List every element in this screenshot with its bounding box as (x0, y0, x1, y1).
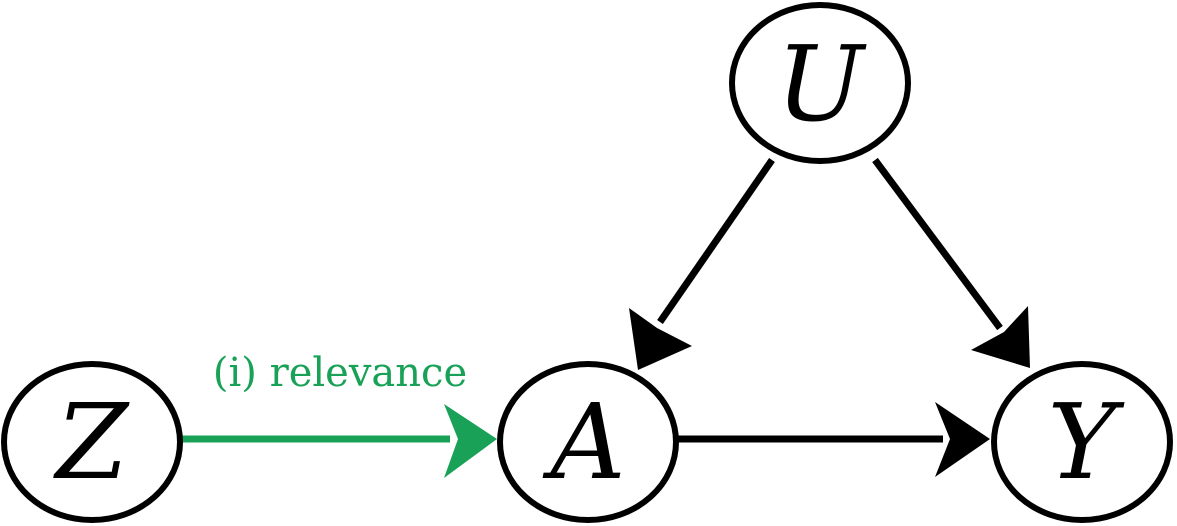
edge-u-to-y-arrowhead (971, 306, 1030, 368)
edge-z-to-a-arrowhead (444, 404, 497, 478)
edge-u-to-a-line (657, 158, 775, 324)
node-z: Z (1, 361, 183, 523)
node-z-circle (1, 361, 183, 523)
edge-u-to-y (872, 157, 1030, 368)
node-u: U (729, 2, 911, 164)
node-z-label: Z (53, 381, 130, 503)
edge-z-to-a-label: (i) relevance (213, 350, 467, 396)
edge-a-to-y (678, 402, 990, 477)
edge-u-to-a (629, 158, 775, 370)
node-y-label: Y (1048, 381, 1125, 503)
edge-u-to-a-arrowhead (629, 308, 692, 370)
node-y-circle (991, 361, 1173, 523)
edge-u-to-y-line (872, 157, 1003, 331)
node-a: A (497, 361, 679, 523)
node-u-circle (729, 2, 911, 164)
node-a-label: A (542, 381, 625, 503)
node-a-circle (497, 361, 679, 523)
node-u-label: U (776, 23, 867, 145)
node-y: Y (991, 361, 1173, 523)
edge-a-to-y-arrowhead (935, 402, 990, 477)
edge-z-to-a: (i) relevance (182, 350, 497, 478)
